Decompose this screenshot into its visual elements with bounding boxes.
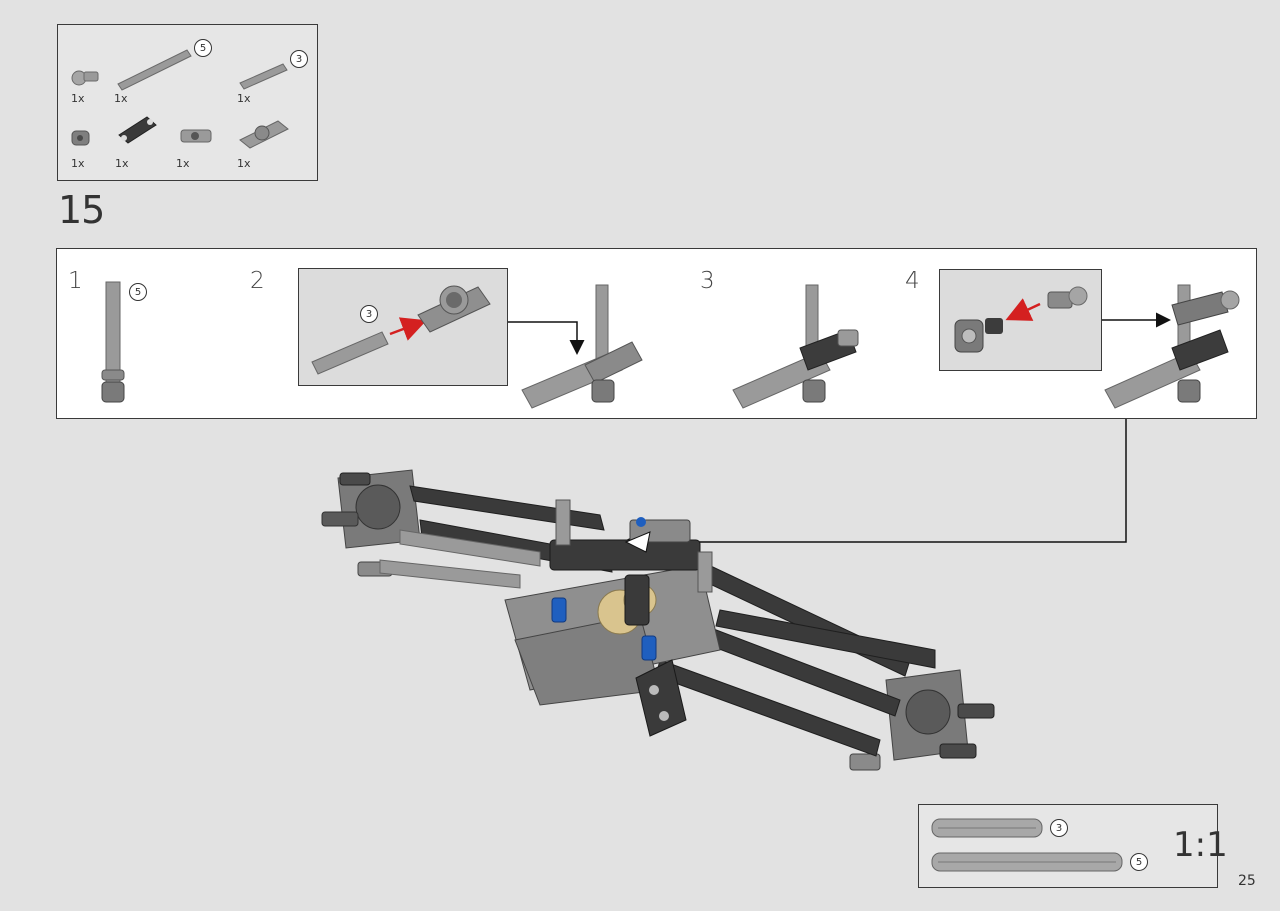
front-hub-right-icon bbox=[849, 669, 995, 771]
liftarm-icon bbox=[635, 659, 687, 737]
part-qty: 1x bbox=[115, 157, 129, 170]
substep-2-callout bbox=[298, 268, 508, 386]
center-frame-icon bbox=[504, 499, 721, 706]
page-number: 25 bbox=[1238, 873, 1256, 889]
substep-number: 4 bbox=[905, 268, 920, 294]
part-qty: 1x bbox=[71, 157, 85, 170]
placement-pointer bbox=[624, 531, 651, 553]
substep-number: 3 bbox=[700, 268, 715, 294]
scale-label: 1:1 bbox=[1173, 825, 1228, 865]
placement-arrow bbox=[622, 419, 1127, 550]
length-marker: 3 bbox=[290, 50, 308, 68]
length-marker: 5 bbox=[129, 283, 147, 301]
differential-gear-icon bbox=[597, 574, 657, 635]
substep-4-callout bbox=[939, 269, 1102, 371]
length-marker: 3 bbox=[1050, 819, 1068, 837]
length-marker: 5 bbox=[194, 39, 212, 57]
part-qty: 1x bbox=[237, 157, 251, 170]
substep-number: 1 bbox=[68, 268, 83, 294]
part-qty: 1x bbox=[114, 92, 128, 105]
step-number: 15 bbox=[58, 188, 105, 232]
scale-box bbox=[918, 804, 1218, 888]
part-qty: 1x bbox=[176, 157, 190, 170]
front-hub-left-icon bbox=[321, 469, 421, 577]
part-qty: 1x bbox=[71, 92, 85, 105]
axle-icon bbox=[379, 529, 541, 589]
length-marker: 3 bbox=[360, 305, 378, 323]
length-marker: 5 bbox=[1130, 853, 1148, 871]
part-qty: 1x bbox=[237, 92, 251, 105]
suspension-arm-icon bbox=[409, 485, 936, 757]
blue-pin-icon bbox=[551, 517, 657, 661]
substep-number: 2 bbox=[250, 268, 265, 294]
